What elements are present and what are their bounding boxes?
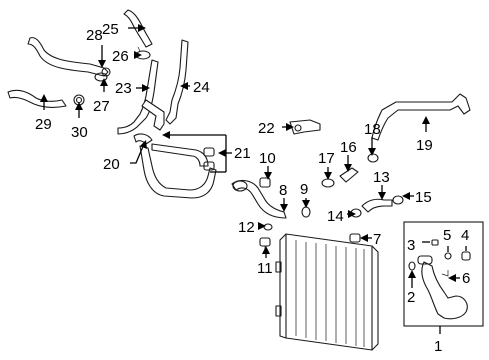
callout-28: 28 [86,27,103,44]
part-cap-10 [259,177,271,188]
callout-30: 30 [71,124,88,141]
callout-13: 13 [373,169,390,186]
inset-box [403,221,484,327]
part-hose-29 [7,89,67,108]
part-clamp-12 [263,223,273,231]
callout-25: 25 [102,21,119,38]
callout-22: 22 [258,120,275,137]
part-pipe-20 [133,133,217,199]
callout-7: 7 [373,231,381,248]
part-hose-13 [361,198,393,213]
callout-27: 27 [93,98,110,115]
part-hose-16 [339,167,359,183]
callout-18: 18 [364,121,381,138]
part-bracket-22 [289,119,321,135]
part-clamp-27 [94,72,108,82]
callout-21: 21 [234,145,251,162]
part-pipe-19 [371,93,471,141]
callout-1: 1 [434,338,442,355]
callout-5: 5 [443,227,451,244]
part-clamp-17 [321,178,335,188]
part-hose-24 [165,39,189,125]
callout-4: 4 [461,227,469,244]
part-clamp-7 [349,233,361,243]
part-clamp-18 [367,153,379,163]
callout-26: 26 [112,48,129,65]
callout-6: 6 [462,270,470,287]
part-hose-23 [117,59,165,135]
callout-15: 15 [415,189,432,206]
callout-9: 9 [300,181,308,198]
part-pipe-28 [27,37,111,77]
callout-2: 2 [407,289,415,306]
part-clamp-9 [301,206,311,218]
callout-14: 14 [327,208,344,225]
part-radiator [275,233,379,351]
part-hose-8 [231,179,287,219]
callout-8: 8 [279,182,287,199]
callout-12: 12 [238,219,255,236]
part-clamp-15 [392,195,404,205]
callout-19: 19 [416,137,433,154]
callout-3: 3 [407,237,415,254]
part-clamp-26 [135,46,151,60]
callout-29: 29 [35,116,52,133]
callout-20: 20 [103,156,120,173]
callout-11: 11 [257,260,273,277]
callout-labels: 1 2 3 4 5 6 7 8 9 10 11 12 13 14 15 16 1… [35,21,470,355]
callout-16: 16 [340,139,357,156]
callout-17: 17 [318,150,335,167]
part-reservoir-hose [408,239,471,320]
callout-23: 23 [115,80,132,97]
callout-24: 24 [193,79,210,96]
callout-10: 10 [259,150,276,167]
part-clamp-21 [203,147,215,171]
leader-lines [40,24,467,334]
